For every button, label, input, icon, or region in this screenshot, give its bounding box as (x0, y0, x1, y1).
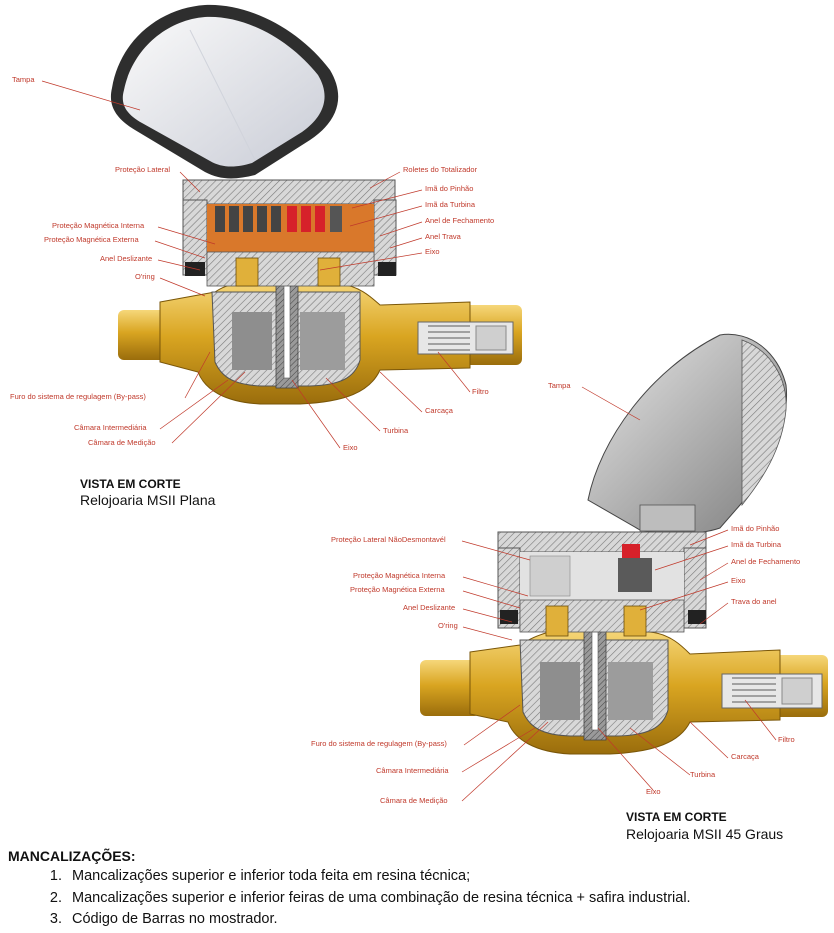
label-oring: O'ring (135, 272, 155, 281)
lid-45-graus (587, 333, 788, 534)
label-anel-deslizante: Anel Deslizante (100, 254, 152, 263)
bearing-notes: MANCALIZAÇÕES: Mancalizações superior e … (8, 848, 828, 931)
meter-45-graus-illustration: Tampa Imã do Pinhão Imã da Turbina Anel … (311, 333, 828, 805)
lid-plana (110, 4, 339, 179)
labels-plana: Tampa Proteção Lateral Roletes do Totali… (10, 75, 494, 452)
label-protecao-magnetica-interna: Proteção Magnética Interna (52, 221, 145, 230)
label-protecao-magnetica-externa: Proteção Magnética Externa (44, 235, 139, 244)
chamber-plana (211, 265, 361, 389)
label-turbina: Turbina (383, 426, 409, 435)
label-carcaca: Carcaça (425, 406, 454, 415)
register-45-graus (497, 531, 707, 637)
label-tampa: Tampa (12, 75, 35, 84)
label-anel-deslizante-2: Anel Deslizante (403, 603, 455, 612)
chamber-45-graus (519, 609, 669, 741)
label-anel-trava: Anel Trava (425, 232, 462, 241)
label-furo-bypass: Furo do sistema de regulagem (By-pass) (10, 392, 146, 401)
label-oring-2: O'ring (438, 621, 458, 630)
label-protecao-magnetica-externa-2: Proteção Magnética Externa (350, 585, 445, 594)
label-trava-anel: Trava do anel (731, 597, 777, 606)
label-protecao-magnetica-interna-2: Proteção Magnética Interna (353, 571, 446, 580)
label-furo-bypass-2: Furo do sistema de regulagem (By-pass) (311, 739, 447, 748)
caption-title-plana: VISTA EM CORTE (80, 477, 181, 491)
label-camara-intermediaria-2: Câmara Intermediária (376, 766, 449, 775)
label-protecao-lateral-2: Proteção Lateral NãoDesmontavél (331, 535, 446, 544)
label-ima-turbina-2: Imã da Turbina (731, 540, 782, 549)
notes-title: MANCALIZAÇÕES: (8, 848, 136, 864)
label-ima-pinhao: Imã do Pinhão (425, 184, 473, 193)
notes-item: Mancalizações superior e inferior toda f… (66, 866, 828, 888)
label-carcaca-2: Carcaça (731, 752, 760, 761)
label-roletes-totalizador: Roletes do Totalizador (403, 165, 478, 174)
notes-item: Mancalizações superior e inferior feiras… (66, 888, 828, 910)
leaders-plana (41, 80, 471, 449)
label-filtro-2: Filtro (778, 735, 795, 744)
label-camara-intermediaria: Câmara Intermediária (74, 423, 147, 432)
caption-subtitle-45-graus: Relojoaria MSII 45 Graus (626, 826, 784, 842)
caption-title-45-graus: VISTA EM CORTE (626, 810, 727, 824)
label-camara-medicao: Câmara de Medição (88, 438, 156, 447)
notes-list: Mancalizações superior e inferior toda f… (8, 866, 828, 931)
label-anel-fechamento-2: Anel de Fechamento (731, 557, 800, 566)
label-ima-pinhao-2: Imã do Pinhão (731, 524, 779, 533)
label-anel-fechamento: Anel de Fechamento (425, 216, 494, 225)
label-tampa-2: Tampa (548, 381, 571, 390)
notes-item: Código de Barras no mostrador. (66, 909, 828, 931)
label-eixo-bottom-2: Eixo (646, 787, 661, 796)
caption-subtitle-plana: Relojoaria MSII Plana (80, 492, 216, 508)
label-eixo-bottom: Eixo (343, 443, 358, 452)
register-plana (182, 179, 397, 287)
label-filtro: Filtro (472, 387, 489, 396)
labels-45-graus: Tampa Imã do Pinhão Imã da Turbina Anel … (311, 381, 800, 805)
label-eixo-top: Eixo (425, 247, 440, 256)
label-turbina-2: Turbina (690, 770, 716, 779)
leaders-45-graus (461, 386, 777, 802)
label-ima-turbina: Imã da Turbina (425, 200, 476, 209)
label-camara-medicao-2: Câmara de Medição (380, 796, 448, 805)
label-eixo-top-2: Eixo (731, 576, 746, 585)
meter-plana-illustration: Tampa Proteção Lateral Roletes do Totali… (10, 4, 522, 452)
label-protecao-lateral: Proteção Lateral (115, 165, 170, 174)
